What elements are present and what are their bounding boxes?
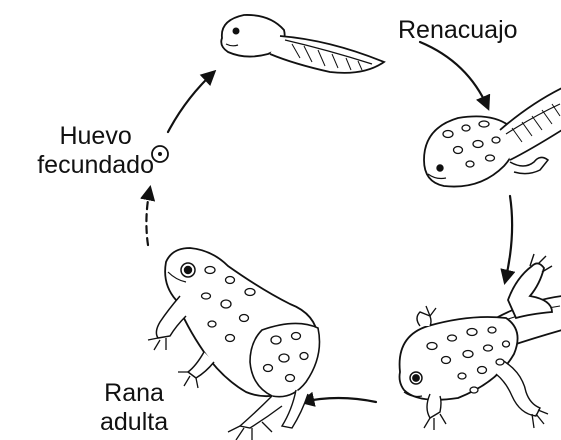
tadpole-label-text: Renacuajo <box>398 16 518 45</box>
hatchling-tadpole-icon <box>221 15 384 73</box>
growing-tadpole-icon <box>424 88 561 187</box>
adult-frog-label: Rana adulta <box>100 379 168 437</box>
froglet-icon <box>400 254 561 430</box>
arrow-egg-to-hatchling <box>168 72 214 132</box>
tadpole-label: Renacuajo <box>398 16 518 45</box>
arrow-adult-to-egg-dashed <box>146 188 150 245</box>
fertilized-egg-label-line-1: Huevo <box>37 122 154 151</box>
arrow-hatchling-to-tadpole <box>420 42 488 108</box>
adult-frog-label-line-1: Rana <box>100 379 168 408</box>
arrow-froglet-to-adult <box>302 398 376 402</box>
adult-frog-icon <box>148 248 320 440</box>
fertilized-egg-icon <box>152 146 168 162</box>
fertilized-egg-label-line-2: fecundado <box>37 151 154 180</box>
adult-frog-label-line-2: adulta <box>100 408 168 437</box>
arrow-tadpole-to-legged-tadpole <box>505 196 512 282</box>
fertilized-egg-label: Huevo fecundado <box>37 122 154 180</box>
